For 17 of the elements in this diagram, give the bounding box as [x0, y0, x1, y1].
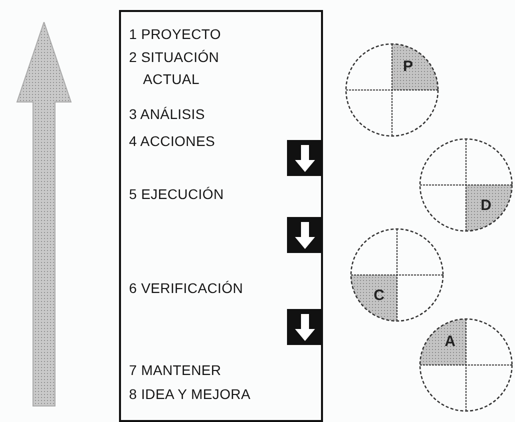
quadrant-circle [351, 229, 443, 321]
quadrant-circle [420, 139, 512, 231]
step-label: 8 IDEA Y MEJORA [129, 385, 251, 404]
step-label: 5 EJECUCIÓN [129, 185, 224, 204]
quadrant-letter: D [480, 197, 492, 215]
step-label: 4 ACCIONES [129, 132, 216, 151]
quadrant-letter: C [372, 287, 386, 305]
step-label: 7 MANTENER [129, 361, 222, 380]
step-label: 6 VERIFICACIÓN [129, 279, 244, 298]
quadrant-letter: A [444, 333, 456, 351]
quadrant-circle [420, 319, 512, 411]
quadrant-letter: P [402, 58, 414, 76]
quadrant-circle [346, 44, 438, 136]
steps-frame [119, 10, 323, 422]
step-label: 3 ANÁLISIS [129, 105, 205, 124]
step-label: 2 SITUACIÓN ACTUAL [129, 48, 220, 89]
step-label: 1 PROYECTO [129, 25, 221, 44]
